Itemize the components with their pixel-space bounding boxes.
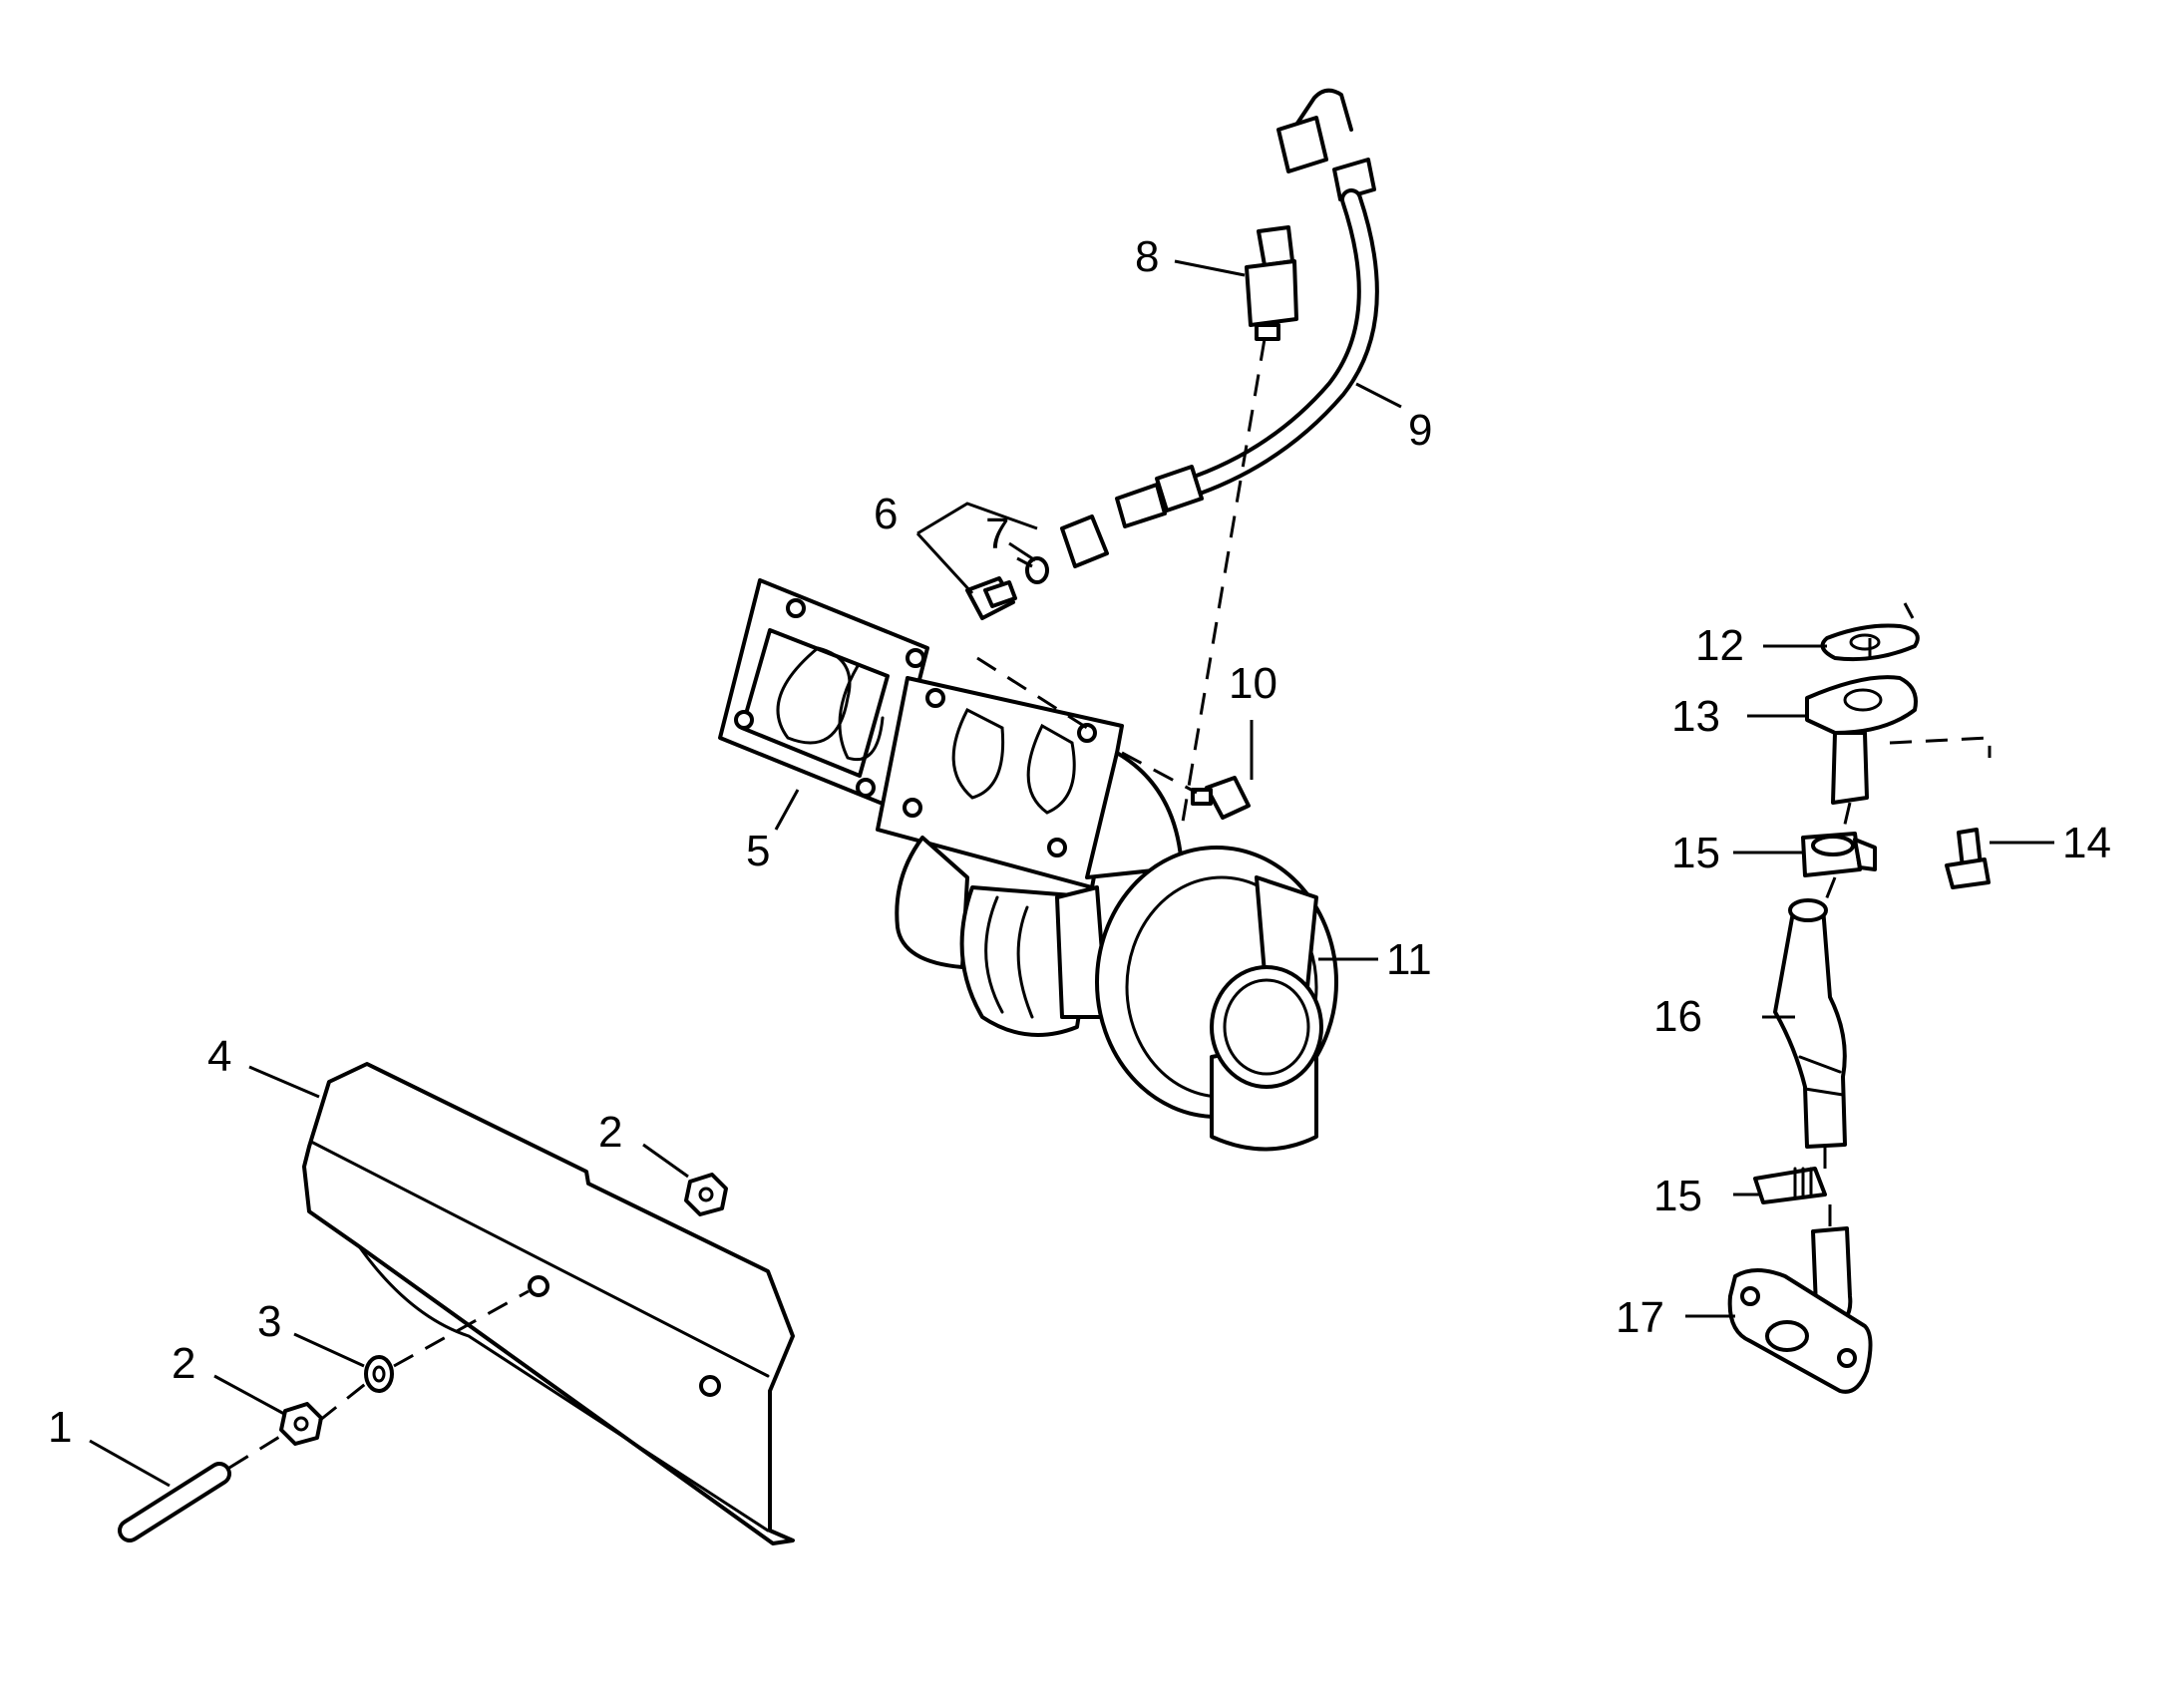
callout-17: 17 bbox=[1616, 1293, 1664, 1342]
leader-lines bbox=[89, 259, 2054, 1488]
part-15-clamp-upper bbox=[1801, 832, 1877, 877]
part-13-drain-flange bbox=[1805, 675, 1918, 805]
part-10-bolt bbox=[1191, 776, 1251, 820]
part-8-fitting bbox=[1245, 225, 1298, 341]
callout-8: 8 bbox=[1135, 232, 1159, 281]
part-5-gasket bbox=[718, 578, 929, 808]
callout-6: 6 bbox=[874, 490, 898, 538]
part-15-clamp-lower bbox=[1753, 1167, 1827, 1204]
callout-2-lower: 2 bbox=[172, 1339, 195, 1388]
callout-10: 10 bbox=[1229, 659, 1277, 708]
callout-7: 7 bbox=[985, 510, 1009, 558]
callout-3: 3 bbox=[257, 1297, 281, 1346]
part-3-washer bbox=[364, 1355, 394, 1393]
callout-9: 9 bbox=[1408, 406, 1432, 455]
part-4-heat-shield bbox=[302, 1062, 795, 1545]
callout-13: 13 bbox=[1671, 692, 1720, 741]
part-1-stud bbox=[118, 1462, 231, 1542]
callout-15-upper: 15 bbox=[1671, 829, 1720, 877]
assembly-lines bbox=[228, 338, 1992, 1470]
callout-5: 5 bbox=[746, 827, 770, 875]
callout-labels: 1 2 3 2 4 5 6 7 8 9 10 11 12 13 14 15 16… bbox=[48, 232, 2111, 1452]
callout-1: 1 bbox=[48, 1403, 72, 1452]
callout-15-lower: 15 bbox=[1653, 1172, 1702, 1220]
part-14-bolt bbox=[1945, 828, 1991, 889]
callout-14: 14 bbox=[2062, 819, 2111, 867]
callout-16: 16 bbox=[1653, 992, 1702, 1041]
part-11-turbocharger bbox=[876, 676, 1338, 1152]
callout-11: 11 bbox=[1386, 935, 1432, 984]
part-2-nut-lower bbox=[279, 1402, 323, 1446]
part-7-washer bbox=[1025, 556, 1049, 584]
part-2-nut-upper bbox=[684, 1173, 728, 1216]
part-9-oil-feed-line bbox=[1060, 88, 1379, 568]
part-16-drain-hose bbox=[1773, 898, 1847, 1149]
part-6-bolt bbox=[965, 576, 1017, 620]
callout-4: 4 bbox=[207, 1032, 231, 1081]
callout-2-upper: 2 bbox=[598, 1108, 622, 1157]
callout-12: 12 bbox=[1695, 621, 1744, 670]
part-17-drain-tube-flange bbox=[1727, 1226, 1873, 1394]
